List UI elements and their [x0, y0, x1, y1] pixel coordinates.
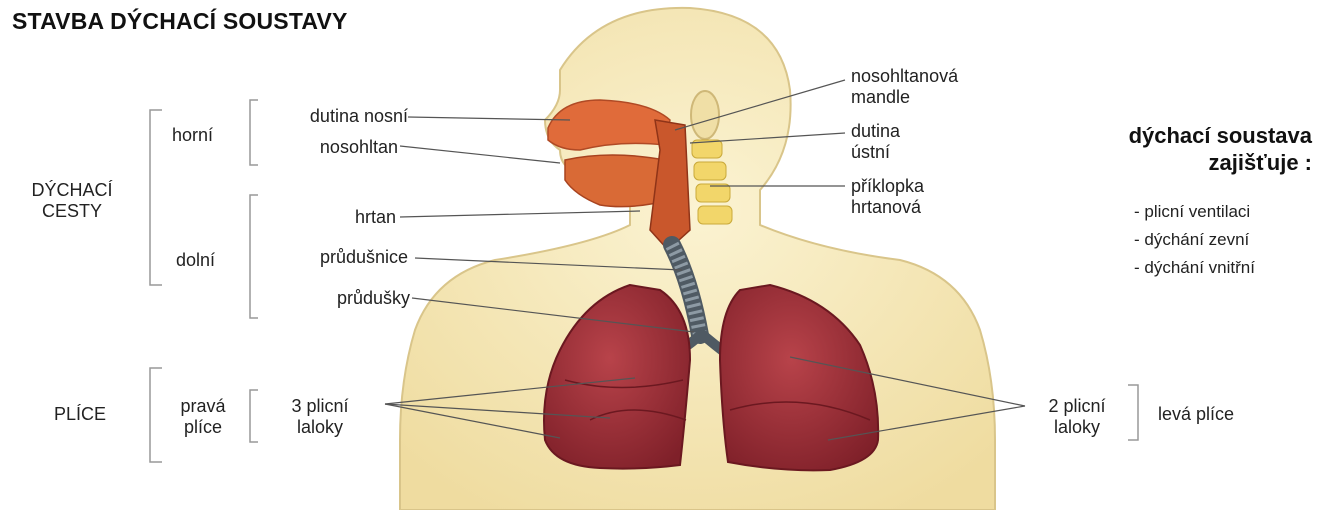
functions-heading-line-2: zajišťuje :: [1040, 149, 1312, 176]
left-lung-label: levá plíce: [1158, 404, 1234, 425]
right-lung-line-1: pravá: [164, 396, 242, 417]
airways-group-label: DÝCHACÍ CESTY: [12, 180, 132, 222]
functions-heading: dýchací soustava zajišťuje :: [1040, 122, 1312, 176]
upper-airways-label: horní: [172, 125, 213, 146]
function-item: - dýchání zevní: [1134, 226, 1255, 254]
ear-shape: [691, 91, 719, 139]
airways-line-1: DÝCHACÍ: [12, 180, 132, 201]
oral-cavity-line-2: ústní: [851, 142, 900, 163]
function-item: - dýchání vnitřní: [1134, 254, 1255, 282]
epiglottis-label: příklopka hrtanová: [851, 176, 924, 218]
functions-heading-line-1: dýchací soustava: [1040, 122, 1312, 149]
oral-cavity-line-1: dutina: [851, 121, 900, 142]
lower-airways-label: dolní: [176, 250, 215, 271]
larynx-label: hrtan: [262, 207, 396, 228]
lungs-group-label: PLÍCE: [54, 404, 106, 425]
right-lung-label: pravá plíce: [164, 396, 242, 438]
tonsil-line-1: nosohltanová: [851, 66, 958, 87]
epiglottis-line-2: hrtanová: [851, 197, 924, 218]
epiglottis-line-1: příklopka: [851, 176, 924, 197]
tonsil-line-2: mandle: [851, 87, 958, 108]
oral-cavity-label: dutina ústní: [851, 121, 900, 163]
airways-line-2: CESTY: [12, 201, 132, 222]
nasal-cavity-label: dutina nosní: [262, 106, 408, 127]
page-title: STAVBA DÝCHACÍ SOUSTAVY: [12, 8, 348, 35]
left-lobes-line-1: 2 plicní: [1030, 396, 1124, 417]
left-lung-lobes-label: 2 plicní laloky: [1030, 396, 1124, 438]
nasopharynx-label: nosohltan: [262, 137, 398, 158]
functions-list: - plicní ventilaci - dýchání zevní - dýc…: [1134, 198, 1255, 282]
left-lobes-line-2: laloky: [1030, 417, 1124, 438]
trachea-label: průdušnice: [262, 247, 408, 268]
tonsil-label: nosohltanová mandle: [851, 66, 958, 108]
right-lobes-line-2: laloky: [270, 417, 370, 438]
right-lung-line-2: plíce: [164, 417, 242, 438]
function-item: - plicní ventilaci: [1134, 198, 1255, 226]
right-lung-lobes-label: 3 plicní laloky: [270, 396, 370, 438]
right-lobes-line-1: 3 plicní: [270, 396, 370, 417]
bronchi-label: průdušky: [262, 288, 410, 309]
